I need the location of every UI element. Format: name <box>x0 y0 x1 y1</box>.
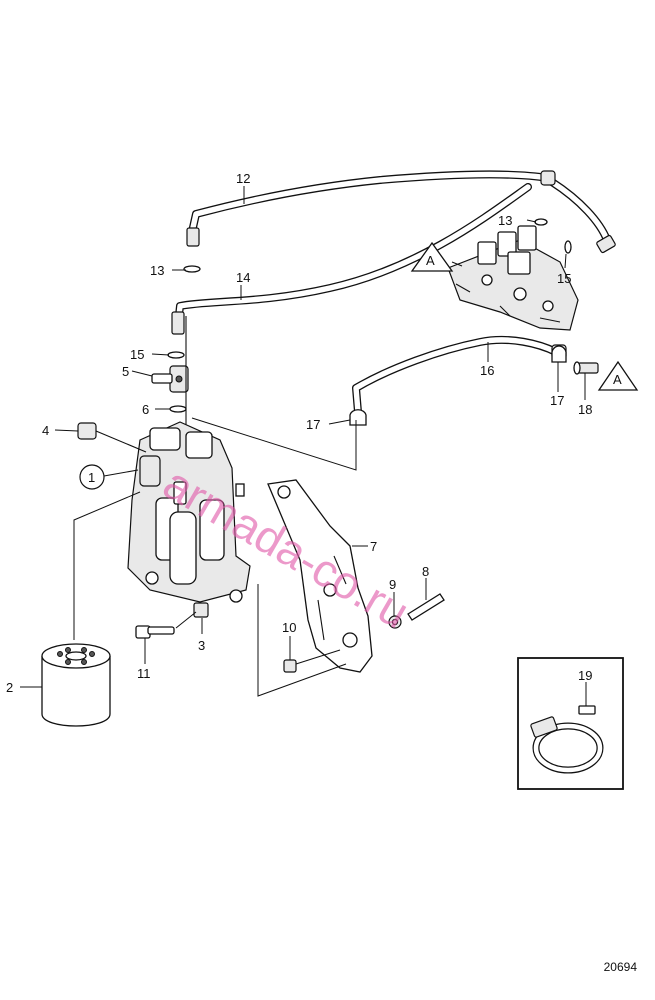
callout-14: 14 <box>236 270 250 285</box>
callout-1: 1 <box>88 470 95 485</box>
callout-13-left: 13 <box>150 263 164 278</box>
guide-line-clamp <box>191 417 357 471</box>
stud-8 <box>407 593 445 621</box>
connector-18 <box>573 361 599 375</box>
fuel-filter-housing <box>127 421 251 603</box>
sealing-washer-15-left <box>167 351 185 359</box>
nut-3 <box>193 602 209 618</box>
filter-element-2 <box>41 643 111 727</box>
leader-filter <box>73 491 141 640</box>
leader-lines <box>20 186 587 706</box>
callout-16: 16 <box>480 363 494 378</box>
sealing-washer-13-left <box>183 265 201 273</box>
hose-16 <box>352 335 567 416</box>
svg-text:A: A <box>426 253 435 268</box>
callout-3: 3 <box>198 638 205 653</box>
callout-19: 19 <box>578 668 592 683</box>
callout-15-right: 15 <box>557 271 571 286</box>
inset-hose-clamp-19 <box>517 657 624 790</box>
reference-marker-a-top: A <box>410 241 463 272</box>
callout-15-left: 15 <box>130 347 144 362</box>
callout-5: 5 <box>122 364 129 379</box>
hose-12 <box>186 170 616 254</box>
callout-7: 7 <box>370 539 377 554</box>
callout-circle-1 <box>79 464 105 490</box>
drawing-number: 20694 <box>603 960 637 974</box>
banjo-fitting-5 <box>151 365 189 393</box>
callout-18: 18 <box>578 402 592 417</box>
guide-line-bracket <box>257 584 347 697</box>
callout-10: 10 <box>282 620 296 635</box>
callout-2: 2 <box>6 680 13 695</box>
valve-4 <box>77 422 147 453</box>
callout-17-left: 17 <box>306 417 320 432</box>
clamp-17-right <box>551 345 567 363</box>
callout-4: 4 <box>42 423 49 438</box>
clamp-17-left <box>349 409 367 426</box>
sealing-washer-15-right <box>564 240 572 254</box>
bolt-11 <box>135 611 197 639</box>
callout-8: 8 <box>422 564 429 579</box>
callout-6: 6 <box>142 402 149 417</box>
bracket-7 <box>267 479 373 673</box>
svg-text:A: A <box>613 372 622 387</box>
sealing-washer-6 <box>169 405 187 413</box>
callout-9: 9 <box>389 577 396 592</box>
sealing-washer-13-right <box>534 218 548 226</box>
callout-17-right: 17 <box>550 393 564 408</box>
hose-14 <box>171 183 532 335</box>
injection-pump-assembly <box>447 225 579 331</box>
callout-12: 12 <box>236 171 250 186</box>
washer-9 <box>388 615 402 629</box>
callout-11: 11 <box>137 666 151 681</box>
callout-13-right: 13 <box>498 213 512 228</box>
reference-marker-a-right: A <box>597 360 639 391</box>
callout-labels: 1 2 3 4 5 6 7 8 9 10 11 12 13 13 14 15 1… <box>6 171 592 695</box>
